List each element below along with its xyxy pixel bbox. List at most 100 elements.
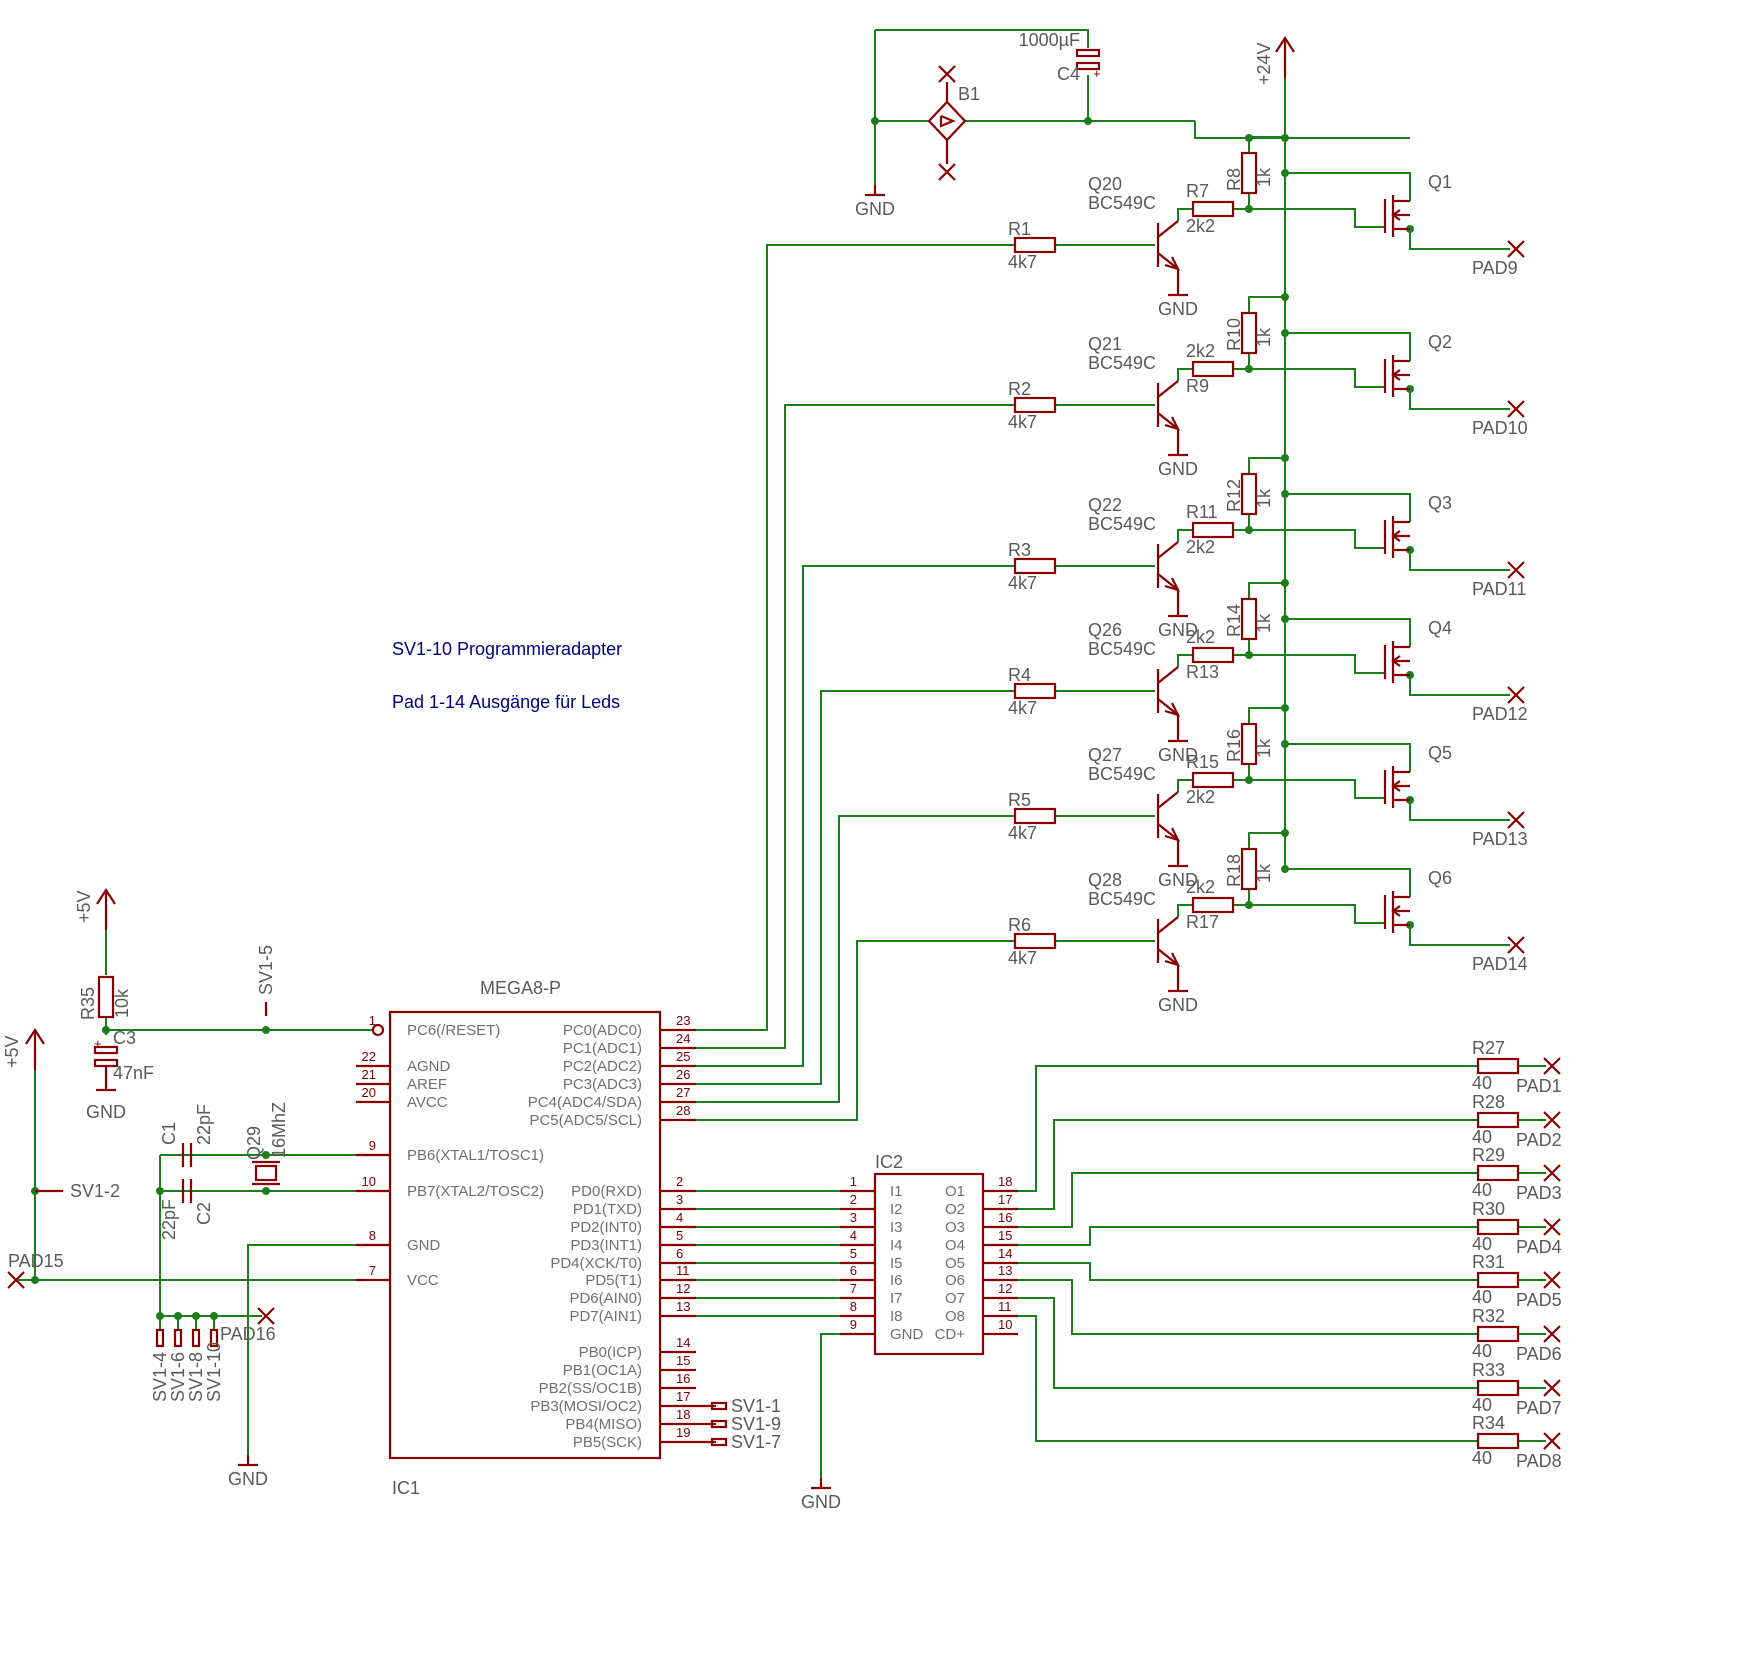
ic2-right-pin-label: O1 [945, 1183, 965, 1200]
out-res-4 [1476, 1218, 1520, 1236]
stage-5-pad-label: PAD13 [1472, 829, 1528, 849]
mcu-right-pin-num: 18 [676, 1407, 690, 1422]
stage-1-out-wire [1409, 229, 1510, 250]
mcu-right-pin-label: PB5(SCK) [573, 1434, 642, 1451]
r35 [97, 975, 115, 1019]
stage-2-out-wire [1409, 389, 1510, 410]
sv-isp-pin [710, 1419, 728, 1429]
stage-2-rc-name: R9 [1186, 376, 1209, 396]
pad16-label: PAD16 [220, 1324, 276, 1344]
mcu-right-pin-num: 17 [676, 1389, 690, 1404]
stage-5-collector-wire [1177, 779, 1193, 792]
stage-1-gate-wire [1233, 208, 1385, 228]
junction-dot [1281, 293, 1289, 301]
mcu-type: MEGA8-P [480, 978, 561, 998]
sv-gnd-label-0: SV1-4 [150, 1352, 170, 1402]
ic2-right-pin-num: 18 [998, 1174, 1012, 1189]
stage-3-q-type: BC549C [1088, 514, 1156, 534]
mcu-right-pin-label: PC3(ADC3) [563, 1076, 642, 1093]
ic2-left-pin-num: 3 [850, 1210, 857, 1225]
stage-2-bjt-emitter [1157, 412, 1179, 430]
stage-2-mos-name: Q2 [1428, 332, 1452, 352]
out-pad-cross-7 [1543, 1379, 1561, 1397]
stage-1-rb-value: 4k7 [1008, 252, 1037, 272]
stage-6-bjt-collector [1157, 916, 1179, 934]
out-res-name-5: R31 [1472, 1252, 1505, 1272]
out-res-3 [1476, 1164, 1520, 1182]
mcu-right-pin-label: PD0(RXD) [571, 1183, 642, 1200]
stage-4-rc [1191, 646, 1235, 664]
stage-5-drain-wire [1285, 743, 1411, 772]
v24-top-wire [1194, 121, 1410, 139]
out-res-value-7: 40 [1472, 1395, 1492, 1415]
stage-2-rp-top [1248, 296, 1285, 313]
ic2-left-pin-label: I8 [890, 1308, 903, 1325]
mcu-right-pin-num: 16 [676, 1371, 690, 1386]
stage-2-rc [1191, 360, 1235, 378]
stage-4-bjt-emitter [1157, 698, 1179, 716]
mcu-right-pin-label: PD3(INT1) [570, 1237, 642, 1254]
out-res-value-6: 40 [1472, 1341, 1492, 1361]
mcu-right-pin-num: 12 [676, 1281, 690, 1296]
junction-dot [262, 1187, 270, 1195]
mcu-right-pin-label: PC4(ADC4/SDA) [528, 1094, 642, 1111]
junction-dot [156, 1187, 164, 1195]
mcu-right-pin-num: 15 [676, 1353, 690, 1368]
out-res-name-7: R33 [1472, 1360, 1505, 1380]
stage-5-q-name: Q27 [1088, 745, 1122, 765]
stage-1-mos-name: Q1 [1428, 172, 1452, 192]
sv-gnd-pin [209, 1328, 219, 1348]
junction-dot [1281, 579, 1289, 587]
ic2-right-pin-num: 12 [998, 1281, 1012, 1296]
xtal-value: 16MhZ [269, 1102, 289, 1158]
out-res-6 [1476, 1325, 1520, 1343]
mcu-left-pin-num: 9 [369, 1138, 376, 1153]
out-res-name-3: R29 [1472, 1145, 1505, 1165]
stage-3-mos-name: Q3 [1428, 493, 1452, 513]
ic2-right-pin-label: O8 [945, 1308, 965, 1325]
ic2-right-pin-num: 15 [998, 1228, 1012, 1243]
stage-1-rp-top [1248, 136, 1285, 153]
ic2-right-pin-label: O3 [945, 1219, 965, 1236]
mcu-left-pin-label: PC6(/RESET) [407, 1022, 500, 1039]
sv-gnd-label-2: SV1-8 [186, 1352, 206, 1402]
mcu-right-pin-label: PC2(ADC2) [563, 1058, 642, 1075]
mcu-right-pin-num: 3 [676, 1192, 683, 1207]
stage-3-q-name: Q22 [1088, 495, 1122, 515]
ic2-right-pin-num: 13 [998, 1263, 1012, 1278]
v5a-arrow [96, 887, 116, 905]
out-pad-label-2: PAD2 [1516, 1130, 1562, 1150]
c2-value: 22pF [159, 1199, 179, 1240]
mcu-right-pin-num: 19 [676, 1425, 690, 1440]
stage-5-gate-wire [1233, 779, 1385, 799]
stage-2-rc-value: 2k2 [1186, 341, 1215, 361]
out-res-name-2: R28 [1472, 1092, 1505, 1112]
stage-6-mos-arrow [1391, 905, 1401, 917]
v5b-label: +5V [2, 1035, 22, 1068]
mcu-name: IC1 [392, 1478, 420, 1498]
stage-6-gnd-label: GND [1158, 995, 1198, 1015]
stage-1-rc [1191, 200, 1235, 218]
c2-name: C2 [194, 1202, 214, 1225]
stage-1-rb [1013, 236, 1057, 254]
stage-5-rb-name: R5 [1008, 790, 1031, 810]
mcu-right-pin-num: 24 [676, 1031, 690, 1046]
out-res-value-5: 40 [1472, 1287, 1492, 1307]
out-res-name-4: R30 [1472, 1199, 1505, 1219]
stage-1-drain-wire [1285, 172, 1411, 201]
mcu-right-pin-label: PB1(OC1A) [563, 1362, 642, 1379]
out-pad-cross-1 [1543, 1057, 1561, 1075]
stage-3-rc-value: 2k2 [1186, 537, 1215, 557]
ic2-out-wire [1018, 1065, 1478, 1192]
stage-5-rc-value: 2k2 [1186, 787, 1215, 807]
mcu-right-pin-label: PD7(AIN1) [569, 1308, 642, 1325]
c4-plate-top [1075, 48, 1101, 58]
mcu-right-pin-num: 25 [676, 1049, 690, 1064]
stage-4-q-type: BC549C [1088, 639, 1156, 659]
stage-1-q-name: Q20 [1088, 174, 1122, 194]
out-res-name-6: R32 [1472, 1306, 1505, 1326]
ic2-left-pin-num: 9 [850, 1317, 857, 1332]
ic2-left-pin-label: GND [890, 1326, 924, 1343]
stage-3-base-bus [660, 565, 1015, 1067]
stage-2-rb-name: R2 [1008, 379, 1031, 399]
